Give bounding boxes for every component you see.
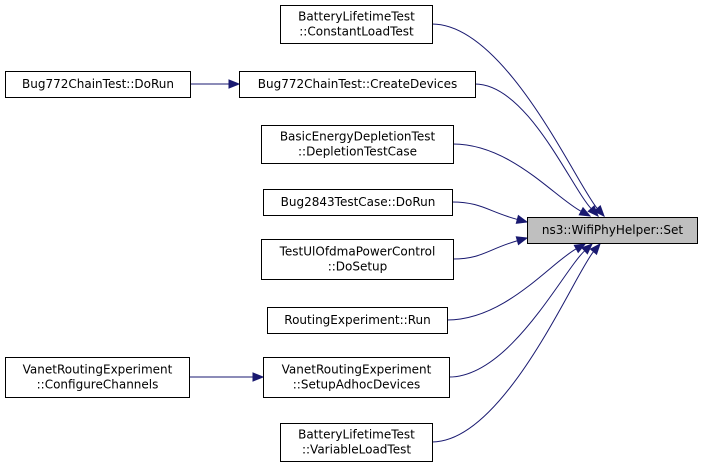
edge-vanet_setup-to-set	[448, 243, 593, 378]
node-label-line: ::DepletionTestCase	[298, 145, 417, 159]
edge-arrowhead	[252, 372, 265, 382]
node-box	[263, 357, 450, 398]
node-box	[239, 71, 476, 98]
edge-arrowhead	[581, 243, 593, 255]
caller-node-b2843[interactable]: Bug2843TestCase::DoRun	[263, 189, 453, 216]
edge-line	[474, 83, 592, 210]
node-box	[5, 357, 190, 398]
node-label-line: RoutingExperiment::Run	[284, 313, 430, 327]
edge-ulofdma-to-set	[452, 236, 529, 260]
edge-line	[431, 23, 598, 209]
edge-arrowhead	[587, 205, 599, 217]
node-label-line: Bug2843TestCase::DoRun	[281, 195, 436, 209]
node-box	[527, 217, 698, 244]
edge-line	[452, 240, 518, 260]
node-box	[261, 239, 454, 280]
node-label-line: ::ConstantLoadTest	[299, 25, 414, 39]
node-label-line: ::SetupAdhocDevices	[293, 378, 420, 392]
node-label-line: ::ConfigureChannels	[37, 378, 159, 392]
caller-node-blv[interactable]: BatteryLifetimeTest::VariableLoadTest	[280, 423, 433, 462]
edge-arrowhead	[589, 242, 601, 256]
edge-arrowhead	[515, 214, 529, 224]
caller-node-cd[interactable]: Bug772ChainTest::CreateDevices	[239, 71, 476, 98]
node-label-line: Bug772ChainTest::DoRun	[22, 77, 174, 91]
edge-arrowhead	[515, 236, 529, 246]
node-label-line: VanetRoutingExperiment	[23, 363, 173, 377]
caller-node-vanet_cfg[interactable]: VanetRoutingExperiment::ConfigureChannel…	[5, 357, 190, 398]
edge-vanet_cfg-to-vanet_setup	[189, 372, 265, 382]
node-box	[5, 71, 191, 98]
edge-line	[452, 143, 582, 212]
edge-arrowhead	[593, 205, 605, 218]
nodes-layer: ns3::WifiPhyHelper::SetBatteryLifetimeTe…	[5, 5, 698, 462]
node-label-line: VanetRoutingExperiment	[282, 363, 432, 377]
edge-bed-to-set	[452, 143, 592, 217]
node-label-line: TestUlOfdmaPowerControl	[279, 245, 436, 259]
edge-cd-to-set	[474, 83, 599, 217]
edge-b2843-to-set	[451, 201, 529, 224]
edge-blc-to-set	[431, 23, 605, 218]
edges-layer	[189, 23, 605, 443]
node-label-line: BatteryLifetimeTest	[298, 428, 415, 442]
caller-node-bed[interactable]: BasicEnergyDepletionTest::DepletionTestC…	[261, 125, 454, 164]
edge-routing-to-set	[446, 243, 587, 321]
target-function-node[interactable]: ns3::WifiPhyHelper::Set	[527, 217, 698, 244]
caller-node-vanet_setup[interactable]: VanetRoutingExperiment::SetupAdhocDevice…	[263, 357, 450, 398]
node-box	[261, 125, 454, 164]
edge-line	[431, 251, 594, 443]
node-label-line: BatteryLifetimeTest	[298, 10, 415, 24]
node-label-line: ::DoSetup	[328, 260, 388, 274]
edge-line	[451, 201, 518, 220]
edge-dorun772-to-cd	[190, 79, 241, 89]
node-box	[267, 307, 448, 334]
edge-arrowhead	[228, 79, 241, 89]
node-label-line: Bug772ChainTest::CreateDevices	[258, 77, 458, 91]
caller-node-routing[interactable]: RoutingExperiment::Run	[267, 307, 448, 334]
edge-blv-to-set	[431, 242, 601, 443]
node-box	[280, 423, 433, 462]
caller-node-dorun772[interactable]: Bug772ChainTest::DoRun	[5, 71, 191, 98]
edge-line	[446, 248, 577, 321]
caller-node-blc[interactable]: BatteryLifetimeTest::ConstantLoadTest	[280, 5, 433, 44]
node-label-line: ::VariableLoadTest	[302, 443, 411, 457]
node-label-line: ns3::WifiPhyHelper::Set	[542, 223, 684, 237]
node-label-line: BasicEnergyDepletionTest	[280, 130, 436, 144]
node-box	[263, 189, 453, 216]
caller-node-ulofdma[interactable]: TestUlOfdmaPowerControl::DoSetup	[261, 239, 454, 280]
node-box	[280, 5, 433, 44]
edge-arrowhead	[578, 206, 592, 217]
edge-line	[448, 250, 586, 378]
